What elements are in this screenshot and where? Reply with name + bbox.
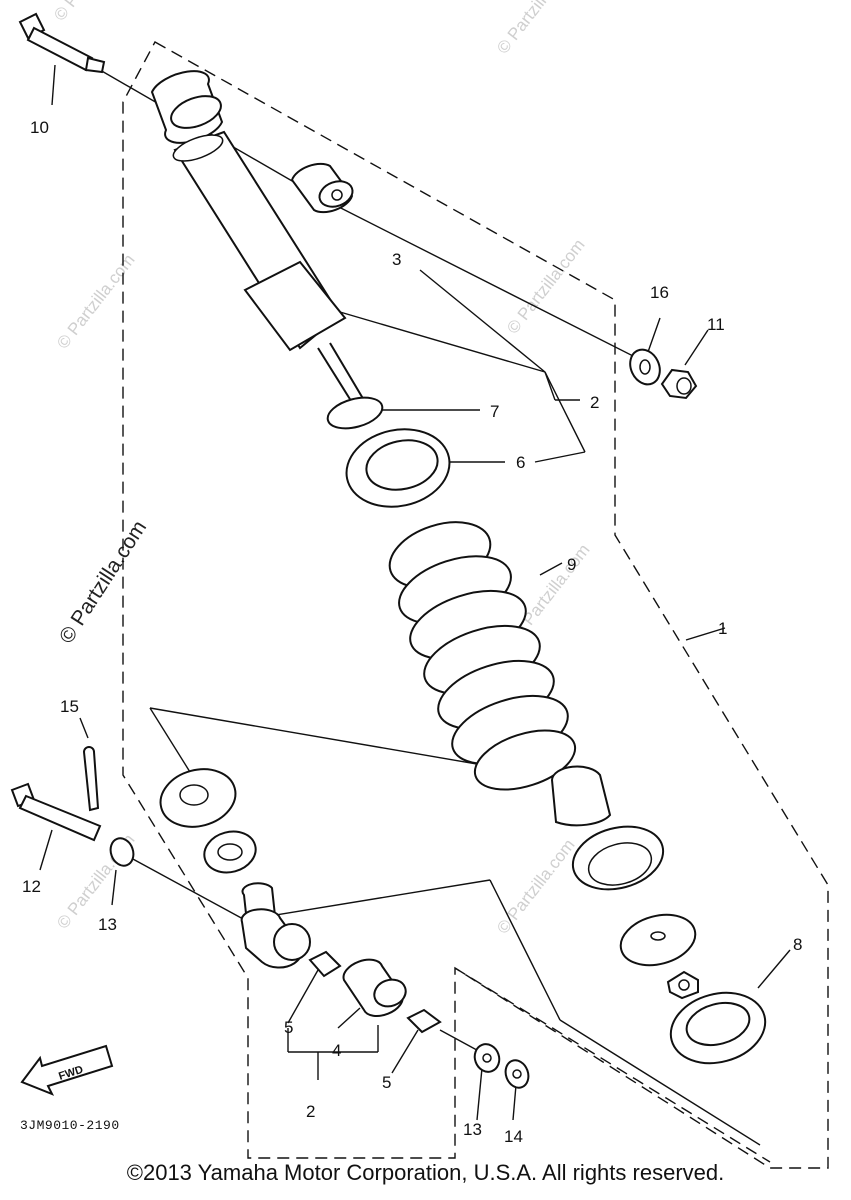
part-13-washer-left	[109, 837, 135, 867]
callout-13-right: 13	[463, 1120, 482, 1139]
callout-9: 9	[567, 555, 576, 574]
watermark-4: © Partzilla.com	[503, 235, 589, 337]
part-8-lower-seat	[669, 991, 767, 1065]
watermark-1: © Partzilla.com	[50, 0, 136, 24]
part-6-spring-seat	[345, 428, 451, 508]
shock-reservoir	[243, 260, 347, 352]
part-4-bushing	[342, 958, 407, 1017]
part-15-cotter-pin	[82, 746, 100, 812]
part-14-washer	[504, 1059, 530, 1089]
part-10-bolt	[18, 12, 106, 74]
callout-6: 6	[516, 453, 525, 472]
callout-5-left: 5	[284, 1018, 293, 1037]
part-13-washer-right	[473, 1043, 501, 1073]
assembly-boundary	[122, 41, 829, 1169]
watermark-3: © Partzilla.com	[53, 250, 139, 352]
callout-7: 7	[490, 402, 499, 421]
callout-1: 1	[718, 619, 727, 638]
fwd-arrow: FWD	[20, 1044, 114, 1096]
callout-4: 4	[332, 1041, 341, 1060]
part-7-circlip	[326, 396, 384, 430]
shock-absorber-body	[150, 70, 369, 413]
bump-stop-parts	[550, 765, 699, 1000]
callout-2-lower: 2	[306, 1102, 315, 1121]
watermark-main: © Partzilla.com	[55, 517, 151, 648]
callout-16: 16	[650, 283, 669, 302]
part-11-nut	[660, 368, 698, 400]
watermark-7: © Partzilla.com	[493, 835, 579, 937]
callout-5-right: 5	[382, 1073, 391, 1092]
lower-mount-parts	[159, 768, 311, 969]
shock-upper-collar	[172, 134, 224, 162]
copyright-notice: ©2013 Yamaha Motor Corporation, U.S.A. A…	[126, 1160, 725, 1185]
callout-14: 14	[504, 1127, 523, 1146]
callout-3: 3	[392, 250, 401, 269]
callout-numbers: 1 2 2 3 4 5 5 6 7 8 9 10 11 12 13 13 14 …	[22, 118, 802, 1146]
callout-15: 15	[60, 697, 79, 716]
part-3-bushing	[290, 162, 354, 214]
leader-lines	[39, 64, 791, 1146]
part-16-washer	[629, 348, 661, 386]
part-code: 3JM9010-2190	[20, 1118, 120, 1133]
part-12-pin	[10, 782, 102, 842]
part-5-collar-right	[406, 1008, 442, 1034]
inner-divider-dashed	[454, 967, 771, 1163]
callout-8: 8	[793, 935, 802, 954]
callout-10: 10	[30, 118, 49, 137]
callout-11: 11	[707, 315, 725, 334]
bump-stop	[550, 765, 612, 827]
watermark-2: © Partzilla.com	[493, 0, 579, 57]
watermarks: © Partzilla.com © Partzilla.com © Partzi…	[50, 0, 594, 937]
callout-12: 12	[22, 877, 41, 896]
part-5-collar-left	[308, 950, 342, 978]
callout-13-left: 13	[98, 915, 117, 934]
callout-2-upper: 2	[590, 393, 599, 412]
part-9-spring	[388, 521, 577, 791]
shock-upper-eye-bore	[170, 95, 222, 129]
